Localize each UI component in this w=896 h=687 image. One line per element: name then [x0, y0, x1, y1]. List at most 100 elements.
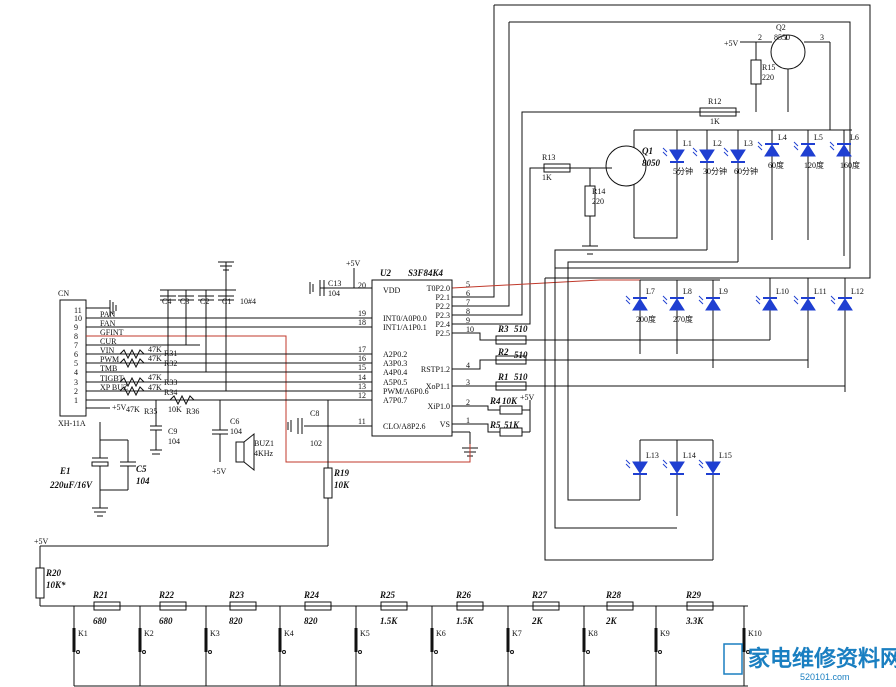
- key-resistor-value: 1.5K: [456, 616, 474, 626]
- r19-value: 10K: [334, 480, 350, 490]
- c8-value: 102: [310, 439, 322, 448]
- r36-ref: R36: [186, 407, 199, 416]
- connector-pin-num: 2: [74, 387, 78, 396]
- connector-pin-num: 1: [74, 396, 78, 405]
- led-ref: L13: [646, 451, 659, 460]
- r35-value: 47K: [126, 405, 140, 414]
- connector-ref: CN: [58, 289, 69, 298]
- ic-pin-num-left: 14: [358, 373, 366, 382]
- ic-pin-num-left: 13: [358, 382, 366, 391]
- r1-value: 510: [514, 372, 528, 382]
- ic-pin-num-right: 7: [466, 298, 470, 307]
- led-ref: L7: [646, 287, 655, 296]
- key-resistor-value: 2K: [605, 616, 618, 626]
- r1-ref: R1: [497, 372, 509, 382]
- c5-ref: C5: [136, 464, 147, 474]
- r36-value: 10K: [168, 405, 182, 414]
- ic-pin-name-right: VS: [440, 420, 450, 429]
- ic-pin-num-left: 12: [358, 391, 366, 400]
- r2-ref: R2: [497, 347, 509, 357]
- ic-pin-num-right: 3: [466, 378, 470, 387]
- c5-value: 104: [136, 476, 150, 486]
- key-resistor-value: 820: [304, 616, 318, 626]
- key-label: K2: [144, 629, 154, 638]
- c6-value: 104: [230, 427, 242, 436]
- r3-ref: R3: [497, 324, 509, 334]
- key-label: K8: [588, 629, 598, 638]
- ic-pin-name-left: A4P0.4: [383, 368, 407, 377]
- watermark-url: 520101.com: [800, 672, 850, 682]
- connector-pin-num: 9: [74, 323, 78, 332]
- ic-pin-name-right: P2.4: [436, 320, 450, 329]
- key-switch: K8 R28 2K: [582, 590, 634, 686]
- r34-ref: R34: [164, 388, 177, 397]
- c13-value: 104: [328, 289, 340, 298]
- connector-pin-num: 6: [74, 350, 78, 359]
- q1-value: 8050: [642, 158, 661, 168]
- key-switch: K4 R24 820: [278, 590, 332, 686]
- connector-signal-label: CUR: [100, 337, 117, 346]
- ic-pin-name-left: A3P0.3: [383, 359, 407, 368]
- ic-pin-name-right: RSTP1.2: [421, 365, 450, 374]
- led: L7 200度: [625, 287, 656, 324]
- ic-pin-num-right: 8: [466, 307, 470, 316]
- buzzer-value: 4KHz: [254, 449, 274, 458]
- led-ref: L9: [719, 287, 728, 296]
- key-resistor-value: 680: [159, 616, 173, 626]
- vdd-supply-label: +5V: [346, 259, 361, 268]
- key-resistor-ref: R28: [605, 590, 622, 600]
- key-label: K10: [748, 629, 762, 638]
- watermark-logo-icon: [723, 643, 743, 675]
- led-label: 160度: [840, 160, 860, 170]
- key-resistor-ref: R23: [228, 590, 245, 600]
- conn-5v-label: +5V: [112, 403, 127, 412]
- ic-pin-num-left: 15: [358, 363, 366, 372]
- r3-value: 510: [514, 324, 528, 334]
- key-resistor-ref: R24: [303, 590, 320, 600]
- connector-pin-num: 5: [74, 359, 78, 368]
- q2-pin-3: 3: [820, 33, 824, 42]
- r35-ref: R35: [144, 407, 157, 416]
- led: L14: [662, 451, 696, 475]
- r15-value: 220: [762, 73, 774, 82]
- connector-signal-label: TIGBT: [100, 374, 124, 383]
- key-ladder: K1R21680K2R22680K3R23820K4R24820K5R251.5…: [72, 590, 762, 686]
- led: L15: [698, 451, 732, 475]
- r33-ref: R33: [164, 378, 177, 387]
- led-label: 200度: [636, 314, 656, 324]
- key-label: K4: [284, 629, 294, 638]
- e1-value: 220uF/16V: [49, 480, 93, 490]
- key-resistor-ref: R25: [379, 590, 396, 600]
- buzzer-ref: BUZ1: [254, 439, 274, 448]
- ic-pin-num-left: 17: [358, 345, 366, 354]
- connector-signal-label: FAN: [100, 319, 116, 328]
- r20-ref: R20: [45, 568, 62, 578]
- led: L9: [698, 287, 728, 311]
- key-label: K5: [360, 629, 370, 638]
- r14-value: 220: [592, 197, 604, 206]
- key-resistor-value: 3.3K: [685, 616, 704, 626]
- r32-ref: R32: [164, 359, 177, 368]
- ic-pin-name-right: P2.3: [436, 311, 450, 320]
- key-label: K9: [660, 629, 670, 638]
- component-labels: U2 S3F84K4 CN XH-11A +5V C13 104 C4 C3 C…: [34, 23, 824, 590]
- c9-value: 104: [168, 437, 180, 446]
- connector-labels: 1110987654321PANFANGFINTCURVINPWMTMBTIGB…: [74, 306, 128, 405]
- c6-ref: C6: [230, 417, 239, 426]
- ic-pin-name-left: VDD: [383, 286, 401, 295]
- connector-signal-label: PAN: [100, 310, 115, 319]
- cap-c2-ref: C2: [200, 297, 209, 306]
- ic-pin-name-right: P2.5: [436, 329, 450, 338]
- key-resistor-value: 820: [229, 616, 243, 626]
- ic-pin-name-left: A5P0.5: [383, 378, 407, 387]
- connector-pin-num: 11: [74, 306, 82, 315]
- ic-pin-num-right: 2: [466, 398, 470, 407]
- key-resistor-ref: R26: [455, 590, 472, 600]
